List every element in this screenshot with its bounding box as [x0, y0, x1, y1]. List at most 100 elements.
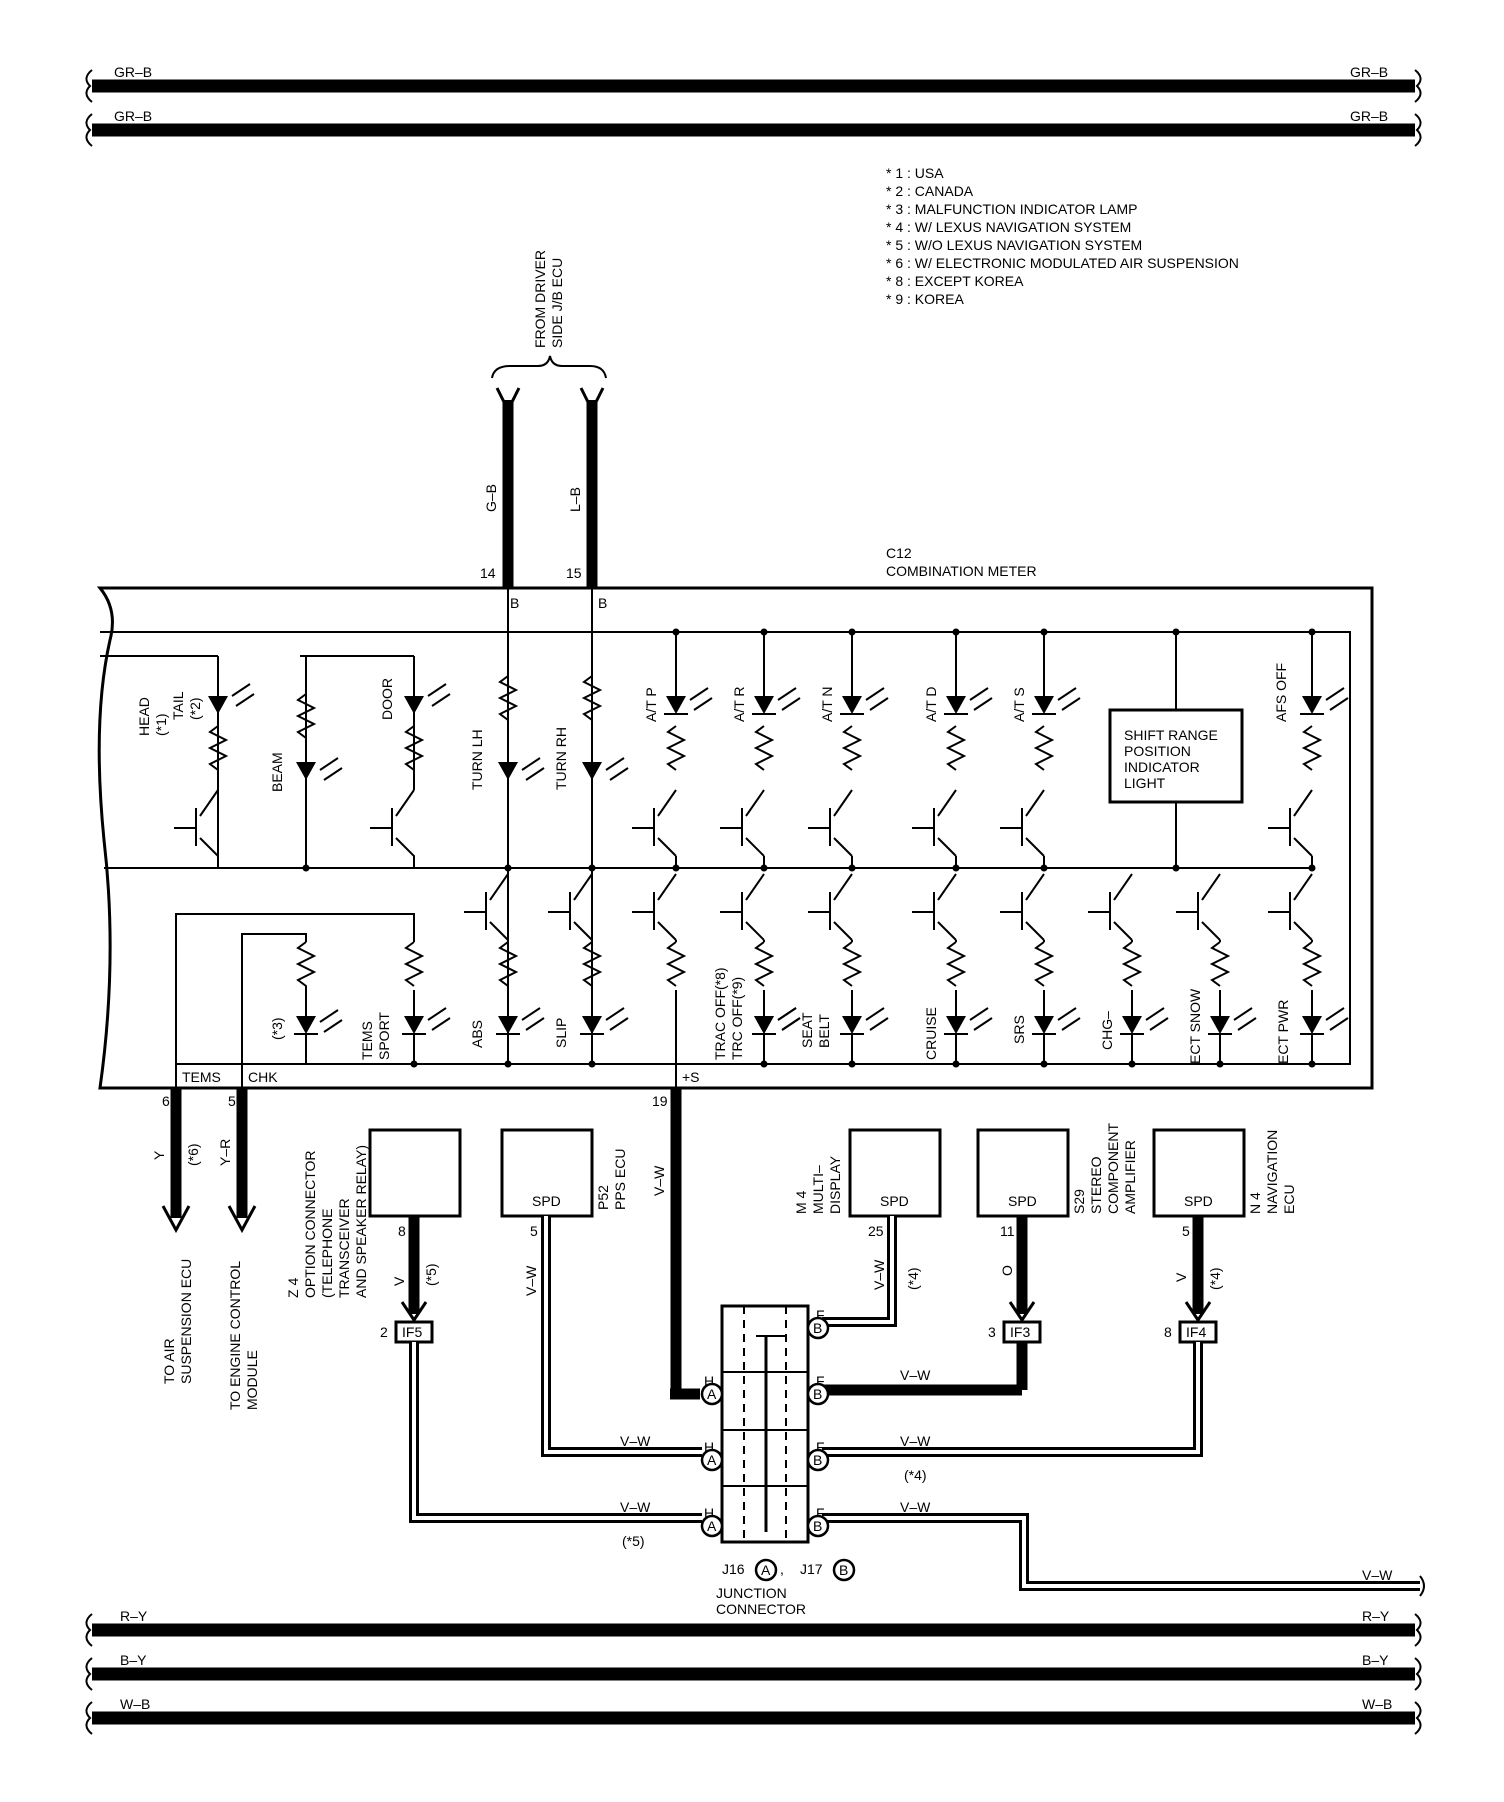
connector-letter-b: B [813, 1452, 822, 1468]
bus-label-right: GR–B [1350, 108, 1388, 124]
connector-letter-b: B [813, 1320, 822, 1336]
separator: , [780, 1561, 784, 1577]
bottom-column [1268, 873, 1349, 1068]
resistor [945, 725, 967, 771]
resistor [841, 725, 863, 771]
led [842, 1016, 862, 1034]
to-engine-label: MODULE [244, 1350, 260, 1410]
at-column [912, 628, 993, 868]
component-name: AMPLIFIER [1122, 1140, 1138, 1214]
junction-dot [952, 628, 960, 636]
bottom-columns [402, 873, 1349, 1088]
bus-label-left: R–Y [120, 1608, 148, 1624]
component-m4: SPD M 4 MULTI– DISPLAY 25 V–W (*4) [793, 1128, 942, 1290]
sport-label: SPORT [376, 1012, 392, 1060]
shift-box-line: SHIFT RANGE [1124, 727, 1218, 743]
top-bus-1: GR–B GR–B [85, 64, 1422, 103]
meter-top-row: HEAD (*1) TAIL (*2) BEAM DOOR TURN LH [100, 628, 1349, 872]
head-tail-indicator [100, 655, 255, 868]
connector-letter-b: B [839, 1562, 848, 1578]
bus-label-right: B–Y [1362, 1652, 1389, 1668]
at-d-label: A/T D [923, 686, 939, 722]
resistor [945, 941, 967, 987]
bottom-column [464, 873, 545, 1068]
connector-letter-b: B [813, 1386, 822, 1402]
junction-dot [672, 864, 680, 872]
legend-item: * 2 : CANADA [886, 183, 974, 199]
turn-lh-indicator [497, 675, 545, 781]
junction-dot [504, 864, 512, 872]
legend-item: * 6 : W/ ELECTRONIC MODULATED AIR SUSPEN… [886, 255, 1239, 271]
connector-letter-a: A [707, 1452, 717, 1468]
resistor [403, 941, 425, 987]
junction-title: CONNECTOR [716, 1601, 806, 1617]
to-air-label: TO AIR [161, 1338, 177, 1384]
led [1302, 1016, 1322, 1034]
legend-item: * 8 : EXCEPT KOREA [886, 273, 1024, 289]
bus-label-right: GR–B [1350, 64, 1388, 80]
light-rays [689, 687, 713, 711]
bottom-column [632, 873, 687, 1064]
junction-dot [410, 1060, 418, 1068]
light-rays [1233, 1007, 1257, 1031]
inline-pin: 8 [1164, 1324, 1172, 1340]
led [404, 1016, 424, 1034]
junction-dot [672, 628, 680, 636]
component-code: P52 [595, 1185, 611, 1210]
trc-off-label: TRC OFF(*9) [729, 977, 745, 1060]
light-rays [1325, 1007, 1349, 1031]
bottom-column [808, 873, 889, 1068]
afs-off-column [1172, 628, 1349, 872]
pin-number: 8 [398, 1223, 406, 1239]
bottom-column [548, 873, 629, 1068]
driver-ecu-feed: FROM DRIVER SIDE J/B ECU G–B L–B 14 15 B… [480, 250, 607, 611]
light-rays [521, 1007, 545, 1031]
pin-label: B [510, 595, 519, 611]
resistor [753, 725, 775, 771]
component-code: S29 [1071, 1189, 1087, 1214]
abs-label: ABS [469, 1020, 485, 1048]
led [666, 696, 686, 714]
pin-number: 25 [868, 1223, 884, 1239]
s-terminal: +S [682, 1069, 700, 1085]
component-n4: SPD N 4 NAVIGATION ECU 5 V (*4) [1152, 1128, 1297, 1314]
trac-off-led [752, 1007, 801, 1035]
led [1302, 696, 1322, 714]
at-s-label: A/T S [1011, 687, 1027, 722]
at-column [632, 628, 713, 868]
wire-note: (*5) [622, 1533, 645, 1549]
wire-label: Y–R [217, 1139, 233, 1166]
tems-terminal: TEMS [182, 1069, 221, 1085]
to-engine-label: TO ENGINE CONTROL [227, 1261, 243, 1410]
junction-dot [760, 1060, 768, 1068]
belt-label: BELT [816, 1014, 832, 1048]
junction-dot [1128, 1060, 1136, 1068]
pin-label: H [704, 1439, 714, 1455]
led [754, 1016, 774, 1034]
head-label: HEAD [136, 697, 152, 736]
spd-label: SPD [1184, 1193, 1213, 1209]
wire-label: V–W [620, 1433, 651, 1449]
component-name: MULTI– [810, 1165, 826, 1214]
wire-label: G–B [483, 484, 499, 512]
pin-label: B [598, 595, 607, 611]
pin-number: 11 [1000, 1223, 1015, 1239]
junction-title: JUNCTION [716, 1585, 787, 1601]
pin-label: F [816, 1439, 825, 1455]
mil-note: (*3) [269, 1017, 285, 1040]
at-r-label: A/T R [731, 686, 747, 722]
light-rays [1057, 687, 1081, 711]
resistor [581, 941, 603, 987]
pin-number: 5 [228, 1093, 236, 1109]
tail-label: TAIL [170, 691, 186, 720]
pin-number: 5 [1182, 1223, 1190, 1239]
bottom-bus-2: B–Y B–Y [85, 1652, 1422, 1691]
pin-label: H [704, 1505, 714, 1521]
spd-label: SPD [1008, 1193, 1037, 1209]
legend-item: * 3 : MALFUNCTION INDICATOR LAMP [886, 201, 1138, 217]
door-indicator [300, 655, 451, 868]
pin-number: 14 [480, 565, 496, 581]
component-code: N 4 [1247, 1192, 1263, 1214]
inline-pin: 3 [988, 1324, 996, 1340]
srs-label: SRS [1011, 1015, 1027, 1044]
